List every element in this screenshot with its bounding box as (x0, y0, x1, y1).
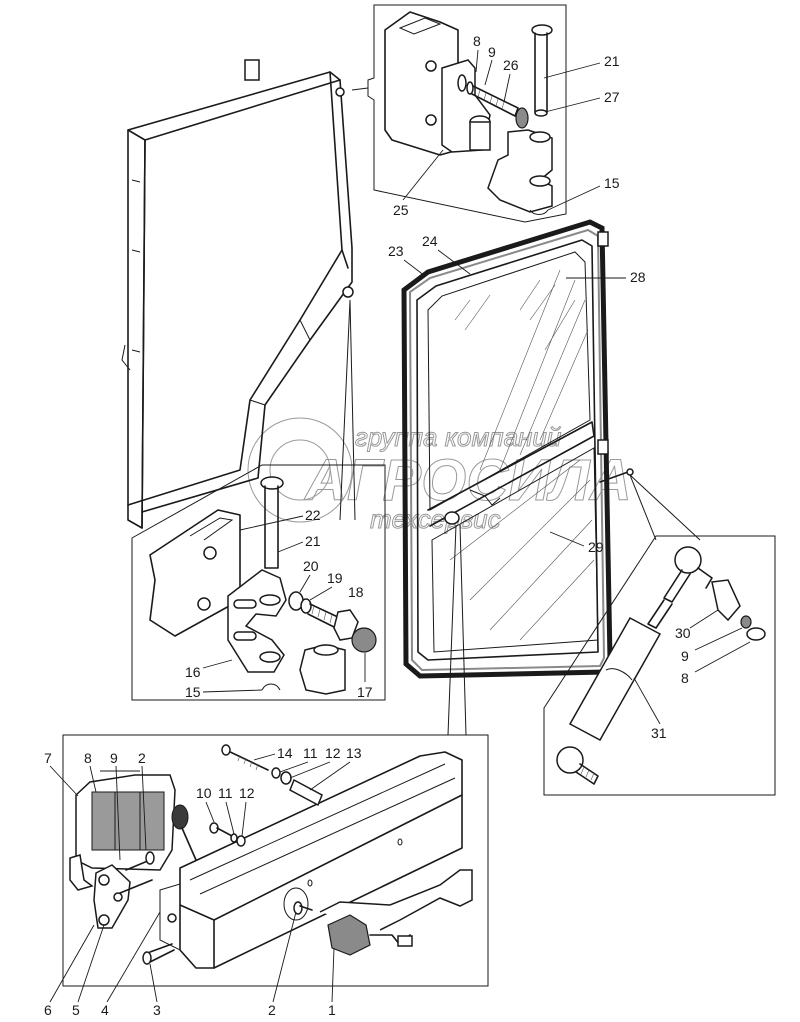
callout-9-top: 9 (488, 44, 496, 60)
callout-30: 30 (675, 625, 691, 641)
bottom-hinge-inset-border (131, 464, 386, 701)
callout-7: 7 (44, 750, 52, 766)
part-11-washer-mid (230, 833, 238, 843)
callout-13: 13 (346, 745, 362, 761)
callout-15-top: 15 (604, 175, 620, 191)
callout-23: 23 (388, 243, 404, 259)
callout-21-top: 21 (604, 53, 620, 69)
watermark-line3: техсервис (370, 504, 501, 534)
part-17-cap (351, 627, 377, 653)
watermark-logo-icon (247, 417, 353, 523)
callout-12-top: 12 (325, 745, 341, 761)
callout-27: 27 (604, 89, 620, 105)
callout-25: 25 (393, 202, 409, 218)
part-31-gas-strut (568, 616, 662, 742)
cab-door-frame (121, 59, 354, 529)
callout-15-bottom: 15 (185, 684, 201, 700)
part-15-circlip-top (529, 209, 549, 215)
part-8-washer-strut (746, 627, 766, 641)
watermark-logo-inner (269, 439, 331, 501)
callout-17: 17 (357, 684, 373, 700)
callout-10: 10 (196, 785, 212, 801)
callout-4: 4 (101, 1002, 109, 1018)
callout-22: 22 (305, 507, 321, 523)
part-13-spacer (289, 778, 323, 807)
part-24-door-frame (416, 239, 599, 661)
callout-9-lock: 9 (110, 750, 118, 766)
callout-6: 6 (44, 1002, 52, 1018)
part-15-circlip-bottom (261, 683, 281, 691)
part-30-adapter (711, 579, 741, 622)
rail-hole (283, 887, 309, 921)
callout-9-strut: 9 (681, 648, 689, 664)
lock-lever (171, 804, 189, 830)
callout-8-top: 8 (473, 33, 481, 49)
callout-29: 29 (588, 539, 604, 555)
strut-bottom-ball-joint (556, 746, 584, 774)
callout-16: 16 (185, 664, 201, 680)
part-29-lower-glass (431, 447, 599, 653)
callout-12-mid: 12 (239, 785, 255, 801)
frame-hinge-point-top (335, 87, 345, 97)
part-19-lock-washer (300, 598, 312, 614)
part-12-washer-mid (236, 835, 246, 847)
door-lock-inset-border (62, 734, 489, 987)
part-3-screw (142, 951, 152, 965)
part-14-bolt (221, 744, 231, 756)
callout-11-top: 11 (303, 745, 318, 761)
door-lock-inset: 7 8 9 2 14 11 12 13 10 11 12 6 5 4 3 2 1 (44, 734, 489, 1018)
callout-21-bottom: 21 (305, 533, 321, 549)
callout-24: 24 (422, 233, 438, 249)
callout-8-lock: 8 (84, 750, 92, 766)
part-1-door-handle (319, 869, 473, 931)
callout-11-mid: 11 (218, 785, 233, 801)
watermark-line2: АГРОСИЛА (303, 448, 632, 513)
callout-8-strut: 8 (681, 670, 689, 686)
callout-2-bottom: 2 (268, 1002, 276, 1018)
top-hinge-inset-border (367, 4, 567, 223)
strut-top-ball-joint (674, 546, 702, 574)
callout-18: 18 (348, 584, 364, 600)
part-28-upper-glass (427, 251, 591, 511)
callout-14: 14 (277, 745, 293, 761)
callout-5: 5 (72, 1002, 80, 1018)
bottom-hinge-inset: 22 21 20 19 18 16 15 17 (131, 464, 386, 701)
callout-3: 3 (153, 1002, 161, 1018)
callout-31: 31 (651, 725, 667, 741)
callout-19: 19 (327, 570, 343, 586)
gas-strut-inset-border (543, 535, 776, 796)
callout-28: 28 (630, 269, 646, 285)
door-handle-point (444, 511, 460, 525)
callout-2-top: 2 (138, 750, 146, 766)
callout-1: 1 (328, 1002, 336, 1018)
callout-26: 26 (503, 57, 519, 73)
gas-strut-inset: 30 9 8 31 (543, 535, 776, 796)
part-11-washer-top (271, 767, 281, 779)
frame-hinge-point-bottom (342, 286, 354, 298)
part-21-pin-bottom (264, 485, 279, 569)
door-rail (179, 751, 463, 921)
lock-mechanism-shaded (91, 791, 165, 851)
part-12-washer-top (280, 771, 292, 785)
frame-top-bracket (244, 59, 260, 81)
callout-20: 20 (303, 558, 319, 574)
glass-reflection-lines (449, 269, 595, 641)
top-hinge-inset: 8 9 26 21 27 15 25 (351, 4, 620, 223)
